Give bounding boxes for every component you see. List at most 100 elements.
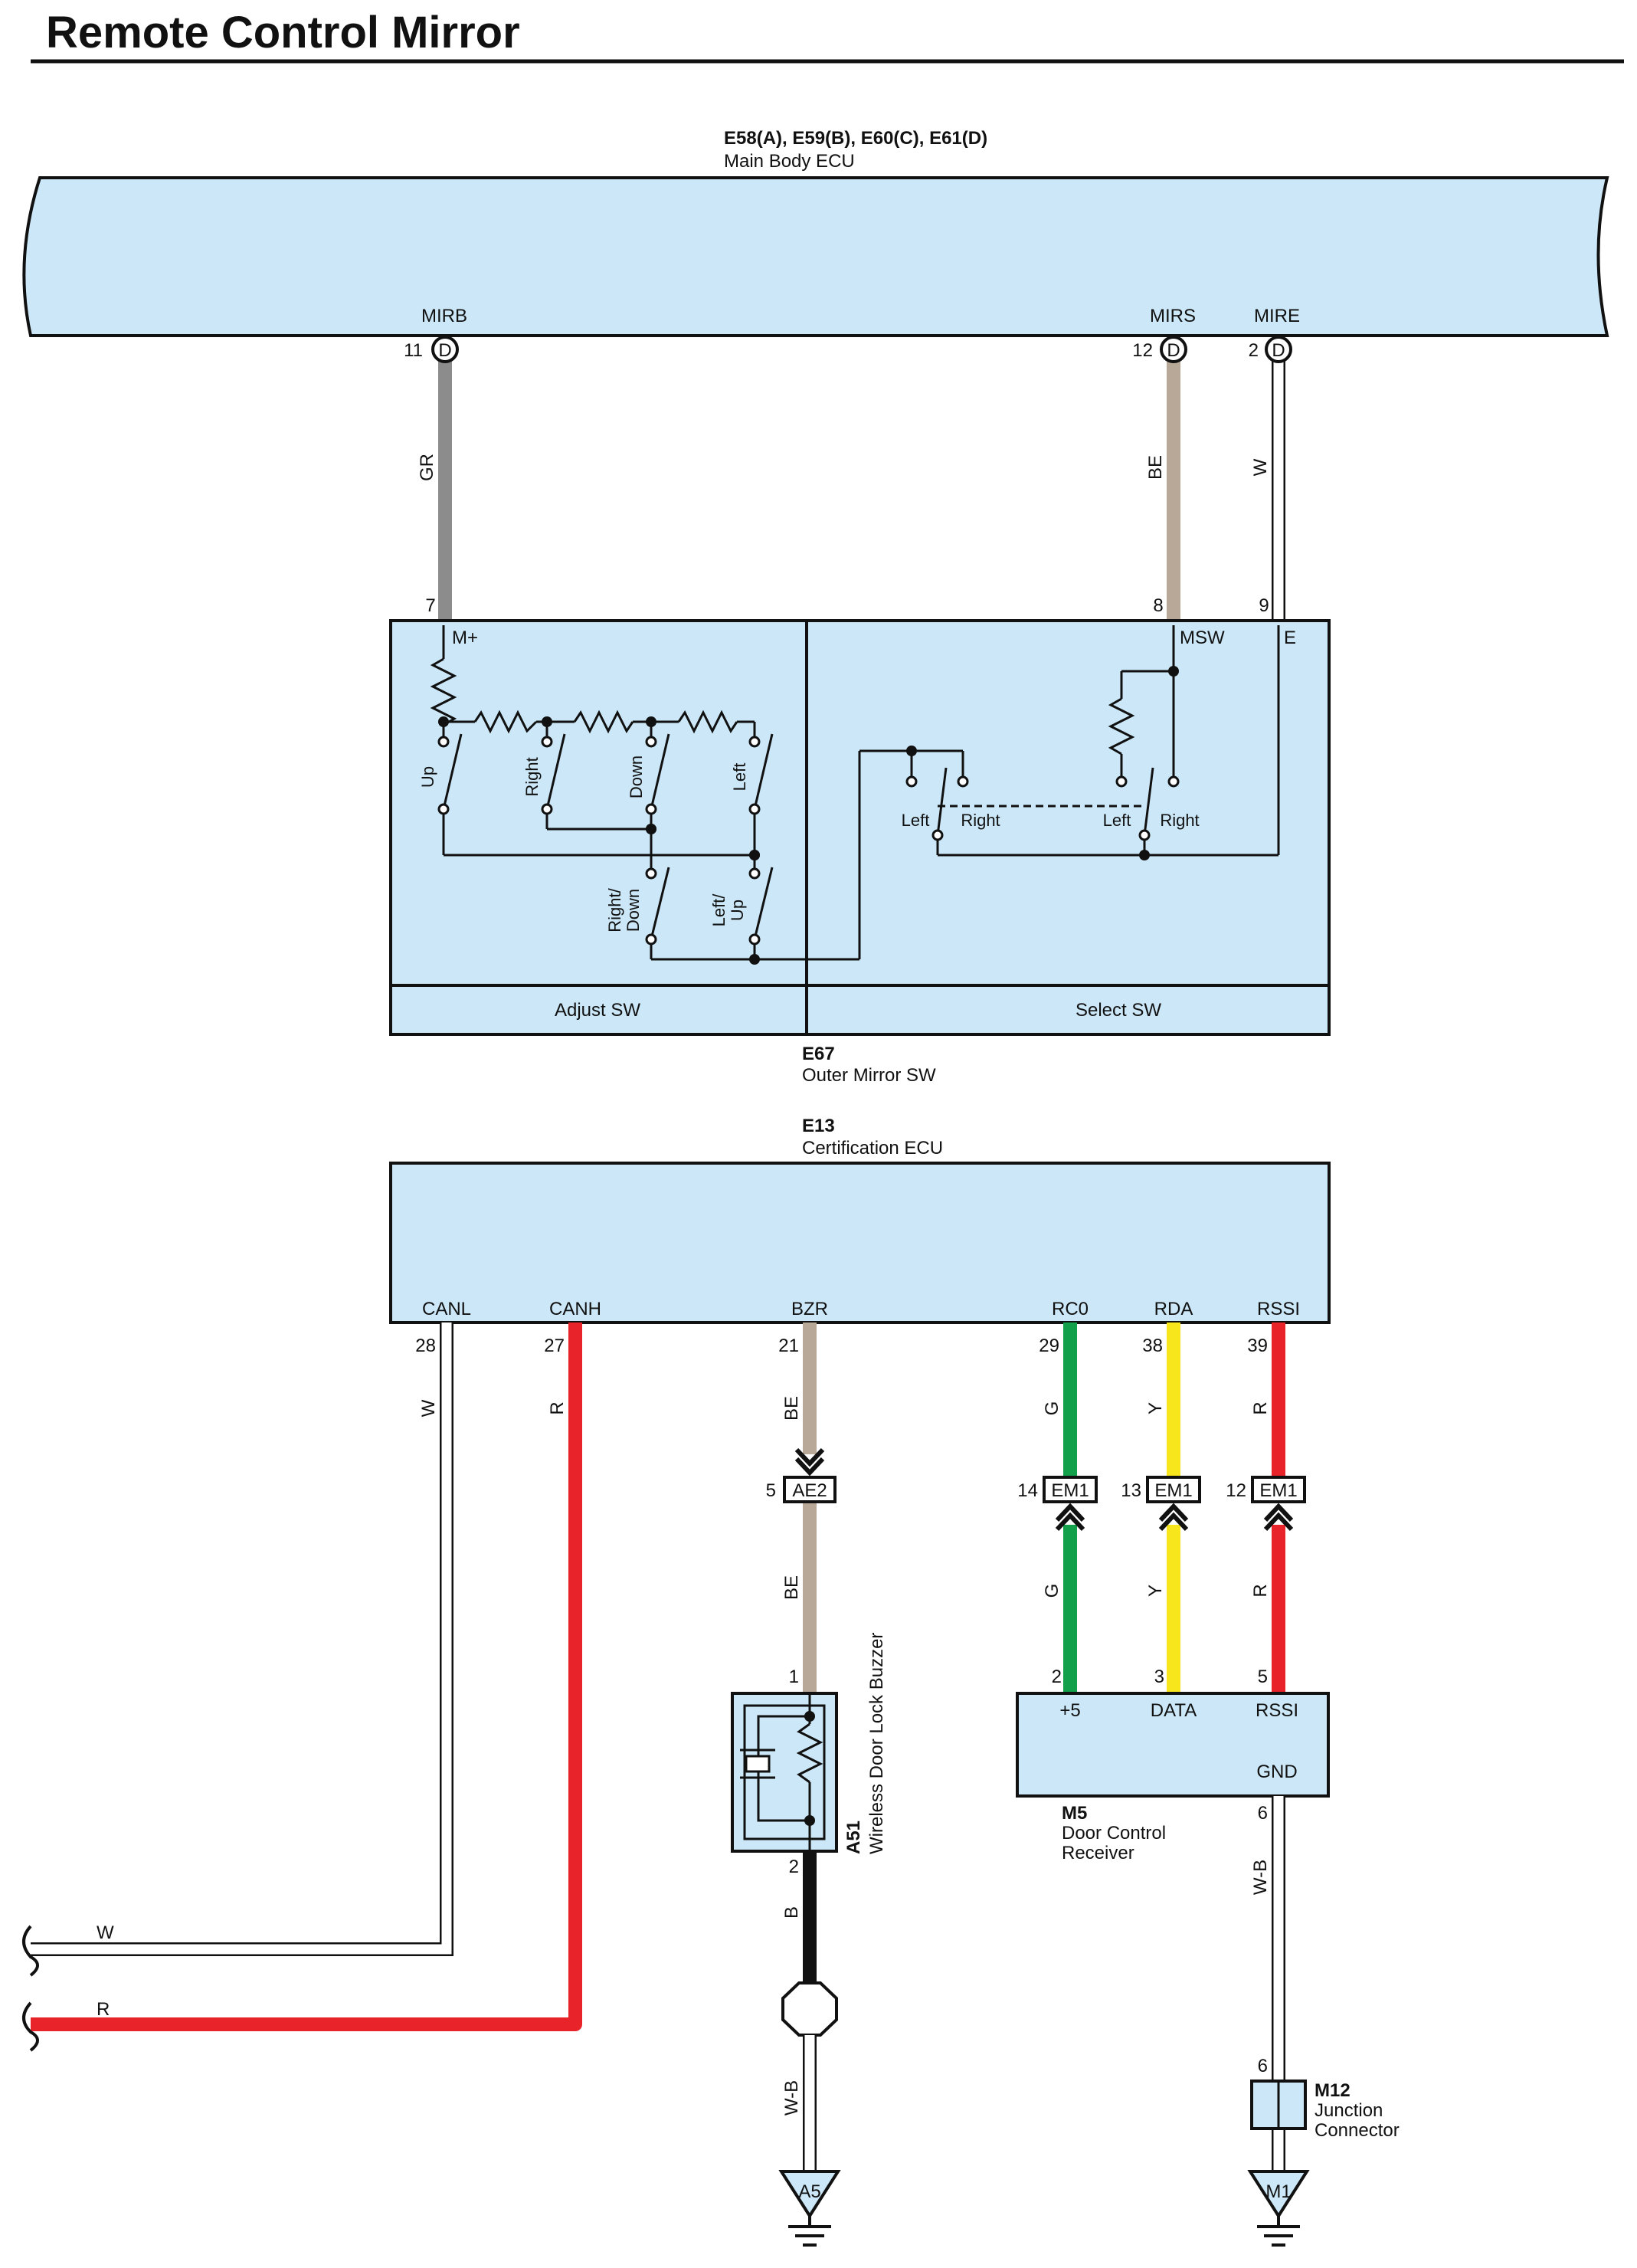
certification-ecu-box: [389, 1162, 1331, 1324]
cert-wire-label-canh: R: [547, 1401, 568, 1414]
cert-pin-name-rssi: RSSI: [1257, 1299, 1300, 1319]
pin-connector-mirb: D 11: [404, 336, 459, 363]
junction-name-2: Connector: [1315, 2120, 1400, 2141]
junction-connector: [1250, 2080, 1307, 2130]
outer-mirror-sw-name: Outer Mirror SW: [802, 1065, 936, 1086]
switch-label-right: Right: [522, 757, 542, 796]
svg-text:AE2: AE2: [792, 1480, 827, 1501]
pin-name-m-plus: M+: [452, 628, 478, 648]
svg-text:A5: A5: [798, 2181, 820, 2202]
select-pos-right-2: Right: [1160, 811, 1199, 830]
connector-em1-label-12: EM1: [1259, 1480, 1297, 1501]
svg-text:M1: M1: [1265, 2181, 1291, 2202]
outer-mirror-sw: Adjust SW Select SW M+ MSW E: [389, 619, 1331, 1036]
select-pos-left-2: Left: [1103, 811, 1131, 830]
connector-em1-label-14: EM1: [1051, 1480, 1089, 1501]
select-sw-label: Select SW: [1076, 1000, 1161, 1021]
receiver-pin-name-5v: +5: [1059, 1700, 1080, 1721]
pin-num-12: 12: [1132, 340, 1153, 361]
cert-pin-name-canh: CANH: [549, 1299, 601, 1319]
buzzer-code: A51: [843, 1821, 864, 1854]
cert-pin-num-rda: 38: [1142, 1336, 1163, 1356]
chevron-up-icon: [1158, 1512, 1189, 1532]
ground-icon-m1: M1: [1247, 2170, 1310, 2247]
em1-wire-label-14: G: [1042, 1584, 1062, 1598]
cert-pin-num-canl: 28: [415, 1336, 436, 1356]
main-body-ecu: E58(A), E59(B), E60(C), E61(D) Main Body…: [22, 128, 1609, 337]
svg-text:D: D: [1272, 340, 1285, 361]
wire-label-b: B: [781, 1906, 802, 1919]
pin-name-mirs: MIRS: [1150, 306, 1196, 326]
em1-wire-label-13: Y: [1145, 1585, 1166, 1597]
chevron-up-icon: [1158, 1503, 1189, 1522]
pin-num-11: 11: [404, 340, 423, 361]
pin-connector-mire: D 2: [1249, 336, 1292, 363]
page-title: Remote Control Mirror: [46, 8, 520, 57]
pin-name-mirb: MIRB: [421, 306, 467, 326]
em1-wire-label-12: R: [1250, 1584, 1271, 1597]
cert-pin-name-rda: RDA: [1154, 1299, 1193, 1319]
buzzer-pin-2: 2: [789, 1857, 799, 1877]
wire-canl: [31, 1322, 453, 1956]
cert-pin-name-bzr: BZR: [791, 1299, 828, 1319]
off-page-break-r: [22, 2001, 39, 2052]
certification-ecu-code: E13: [802, 1116, 835, 1136]
svg-text:D: D: [1167, 340, 1180, 361]
receiver-pin-name-data: DATA: [1151, 1700, 1197, 1721]
receiver-pin-num-2: 2: [1052, 1667, 1062, 1687]
receiver-gnd-label: GND: [1256, 1762, 1297, 1782]
receiver-name-1: Door Control: [1062, 1823, 1166, 1844]
chevron-up-icon: [1263, 1503, 1294, 1522]
connector-em1-13: [1146, 1476, 1201, 1503]
pin-name-mire: MIRE: [1254, 306, 1300, 326]
cert-pin-num-rc0: 29: [1039, 1336, 1059, 1356]
connector-em1-num-13: 13: [1121, 1480, 1141, 1501]
wire-label-w-b-receiver: W-B: [1250, 1860, 1271, 1895]
off-page-break-w: [22, 1925, 39, 1977]
wire-label-be: BE: [1145, 455, 1166, 480]
pin-name-msw: MSW: [1180, 628, 1225, 648]
connector-em1-label-13: EM1: [1154, 1480, 1192, 1501]
connector-em1-num-12: 12: [1226, 1480, 1246, 1501]
svg-text:5: 5: [766, 1480, 776, 1501]
receiver-pin-num-3: 3: [1154, 1667, 1164, 1687]
connector-em1-12: [1251, 1476, 1306, 1503]
ground-icon-a5: A5: [778, 2170, 841, 2247]
cert-wire-label-rda: Y: [1145, 1402, 1166, 1414]
cert-wire-label-rc0: G: [1042, 1401, 1062, 1416]
off-page-label-r: R: [97, 1999, 110, 2020]
switch-label-right-down: Right/Down: [605, 887, 643, 932]
chevron-up-icon: [1055, 1512, 1085, 1532]
select-pos-right-1: Right: [961, 811, 1000, 830]
receiver-name-2: Receiver: [1062, 1843, 1134, 1863]
chevron-up-icon: [1055, 1503, 1085, 1522]
cert-wire-label-bzr: BE: [781, 1396, 802, 1421]
switch-label-down: Down: [627, 755, 646, 798]
off-page-label-w: W: [97, 1922, 114, 1943]
switch-label-left: Left: [730, 763, 749, 792]
door-control-receiver: +5 DATA RSSI GND: [1016, 1692, 1330, 1798]
receiver-pin-name-rssi: RSSI: [1256, 1700, 1298, 1721]
receiver-code: M5: [1062, 1803, 1087, 1824]
pin-num-8: 8: [1153, 595, 1163, 616]
wire-label-be-lower: BE: [781, 1575, 802, 1600]
connector-em1-num-14: 14: [1017, 1480, 1038, 1501]
wireless-door-lock-buzzer: [731, 1692, 838, 1853]
buzzer-name: Wireless Door Lock Buzzer: [866, 1633, 887, 1854]
cert-pin-num-canh: 27: [544, 1336, 565, 1356]
switch-label-up: Up: [418, 766, 437, 788]
wire-label-gr: GR: [417, 454, 437, 481]
junction-pin: 6: [1258, 2056, 1268, 2076]
cert-pin-name-canl: CANL: [422, 1299, 471, 1319]
pin-name-e: E: [1284, 628, 1296, 648]
receiver-pin-num-5: 5: [1258, 1667, 1268, 1687]
cert-pin-name-rc0: RC0: [1052, 1299, 1089, 1319]
adjust-sw-label: Adjust SW: [555, 1000, 640, 1021]
receiver-gnd-pin: 6: [1258, 1803, 1268, 1824]
select-pos-left-1: Left: [902, 811, 930, 830]
wire-label-w: W: [1250, 458, 1271, 476]
outer-mirror-sw-code: E67: [802, 1044, 835, 1064]
pin-num-2: 2: [1249, 340, 1259, 361]
